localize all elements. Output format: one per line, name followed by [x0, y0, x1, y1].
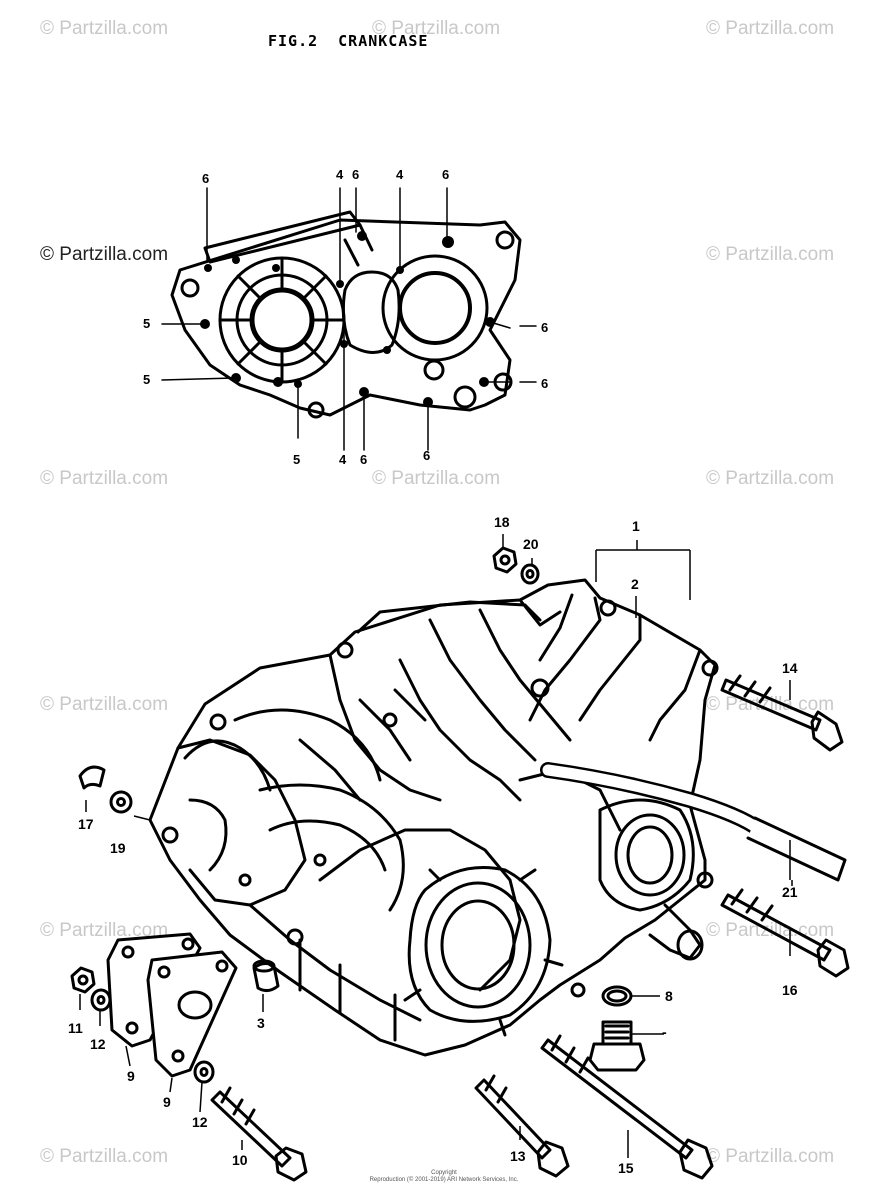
- watermark: © Partzilla.com: [40, 694, 169, 715]
- watermark: © Partzilla.com: [706, 1146, 835, 1167]
- bolt-15: [540, 1034, 714, 1180]
- callout-17: 17: [78, 816, 94, 832]
- footer-line-1: Copyright: [431, 1170, 457, 1176]
- crankcase-top-view: [170, 210, 522, 419]
- top-view-label: 6: [360, 452, 368, 467]
- watermark: © Partzilla.com: [706, 694, 835, 715]
- footer-line-2: Reproduction (© 2001-2019) ARI Network S…: [369, 1177, 519, 1183]
- cover-plate-9b: [146, 950, 238, 1078]
- watermark: © Partzilla.com: [706, 468, 835, 489]
- callout-dash: -: [662, 1024, 667, 1040]
- cover-plate-9a: [106, 932, 202, 1048]
- copyright-footer: Copyright Reproduction (© 2001-2019) ARI…: [0, 1170, 888, 1184]
- callout-9b: 9: [163, 1094, 171, 1110]
- top-view-label: 6: [352, 167, 360, 182]
- callout-1: 1: [632, 518, 640, 534]
- callout-11: 11: [68, 1020, 83, 1036]
- watermark: © Partzilla.com: [372, 468, 501, 489]
- callout-15: 15: [618, 1160, 634, 1176]
- watermark: © Partzilla.com: [40, 244, 169, 265]
- figure-title: FIG.2 CRANKCASE: [268, 32, 448, 50]
- top-view-label: 6: [442, 167, 450, 182]
- callout-13: 13: [510, 1148, 526, 1164]
- callout-12b: 12: [192, 1114, 208, 1130]
- bolt-13: [474, 1074, 570, 1178]
- sleeve-17: [78, 765, 106, 790]
- bolt-10: [210, 1086, 308, 1182]
- callout-3: 3: [257, 1015, 265, 1031]
- washer-20: [520, 563, 540, 585]
- watermark: © Partzilla.com: [706, 244, 835, 265]
- top-view-label: 4: [396, 167, 404, 182]
- top-view-label: 6: [541, 376, 549, 391]
- callout-14: 14: [782, 660, 798, 676]
- watermark: © Partzilla.com: [40, 920, 169, 941]
- top-view-label: 6: [423, 448, 431, 463]
- watermark: © Partzilla.com: [40, 1146, 169, 1167]
- top-view-label: 4: [336, 167, 344, 182]
- callout-19: 19: [110, 840, 126, 856]
- top-view-label: 4: [339, 452, 347, 467]
- top-view-label: 5: [293, 452, 301, 467]
- callout-10: 10: [232, 1152, 248, 1168]
- figure-number: FIG.2: [268, 32, 319, 50]
- figure-name: CRANKCASE: [338, 32, 429, 50]
- callout-20: 20: [523, 536, 539, 552]
- watermark: © Partzilla.com: [40, 18, 169, 39]
- watermark: © Partzilla.com: [706, 18, 835, 39]
- top-view-label: 6: [202, 171, 210, 186]
- callout-9a: 9: [127, 1068, 135, 1084]
- callout-12a: 12: [90, 1036, 106, 1052]
- watermark: © Partzilla.com: [372, 18, 501, 39]
- callout-21: 21: [782, 884, 798, 900]
- nut-18: [492, 546, 518, 574]
- callout-8: 8: [665, 988, 673, 1004]
- bolt-14: [720, 674, 844, 752]
- washer-12a: [90, 988, 112, 1012]
- nut-11: [70, 966, 96, 994]
- dowel-3: [252, 959, 280, 993]
- callout-2: 2: [631, 576, 639, 592]
- top-view-label: 6: [541, 320, 549, 335]
- top-view-label: 5: [143, 372, 151, 387]
- washer-19: [109, 790, 133, 814]
- callout-16: 16: [782, 982, 798, 998]
- watermark: © Partzilla.com: [40, 468, 169, 489]
- o-ring-8: [601, 985, 633, 1007]
- top-view-label: 5: [143, 316, 151, 331]
- crankcase-assembly: [148, 578, 847, 1057]
- drain-plug: [588, 1020, 646, 1072]
- callout-18: 18: [494, 514, 510, 530]
- bolt-16: [720, 888, 850, 978]
- washer-12b: [193, 1060, 215, 1084]
